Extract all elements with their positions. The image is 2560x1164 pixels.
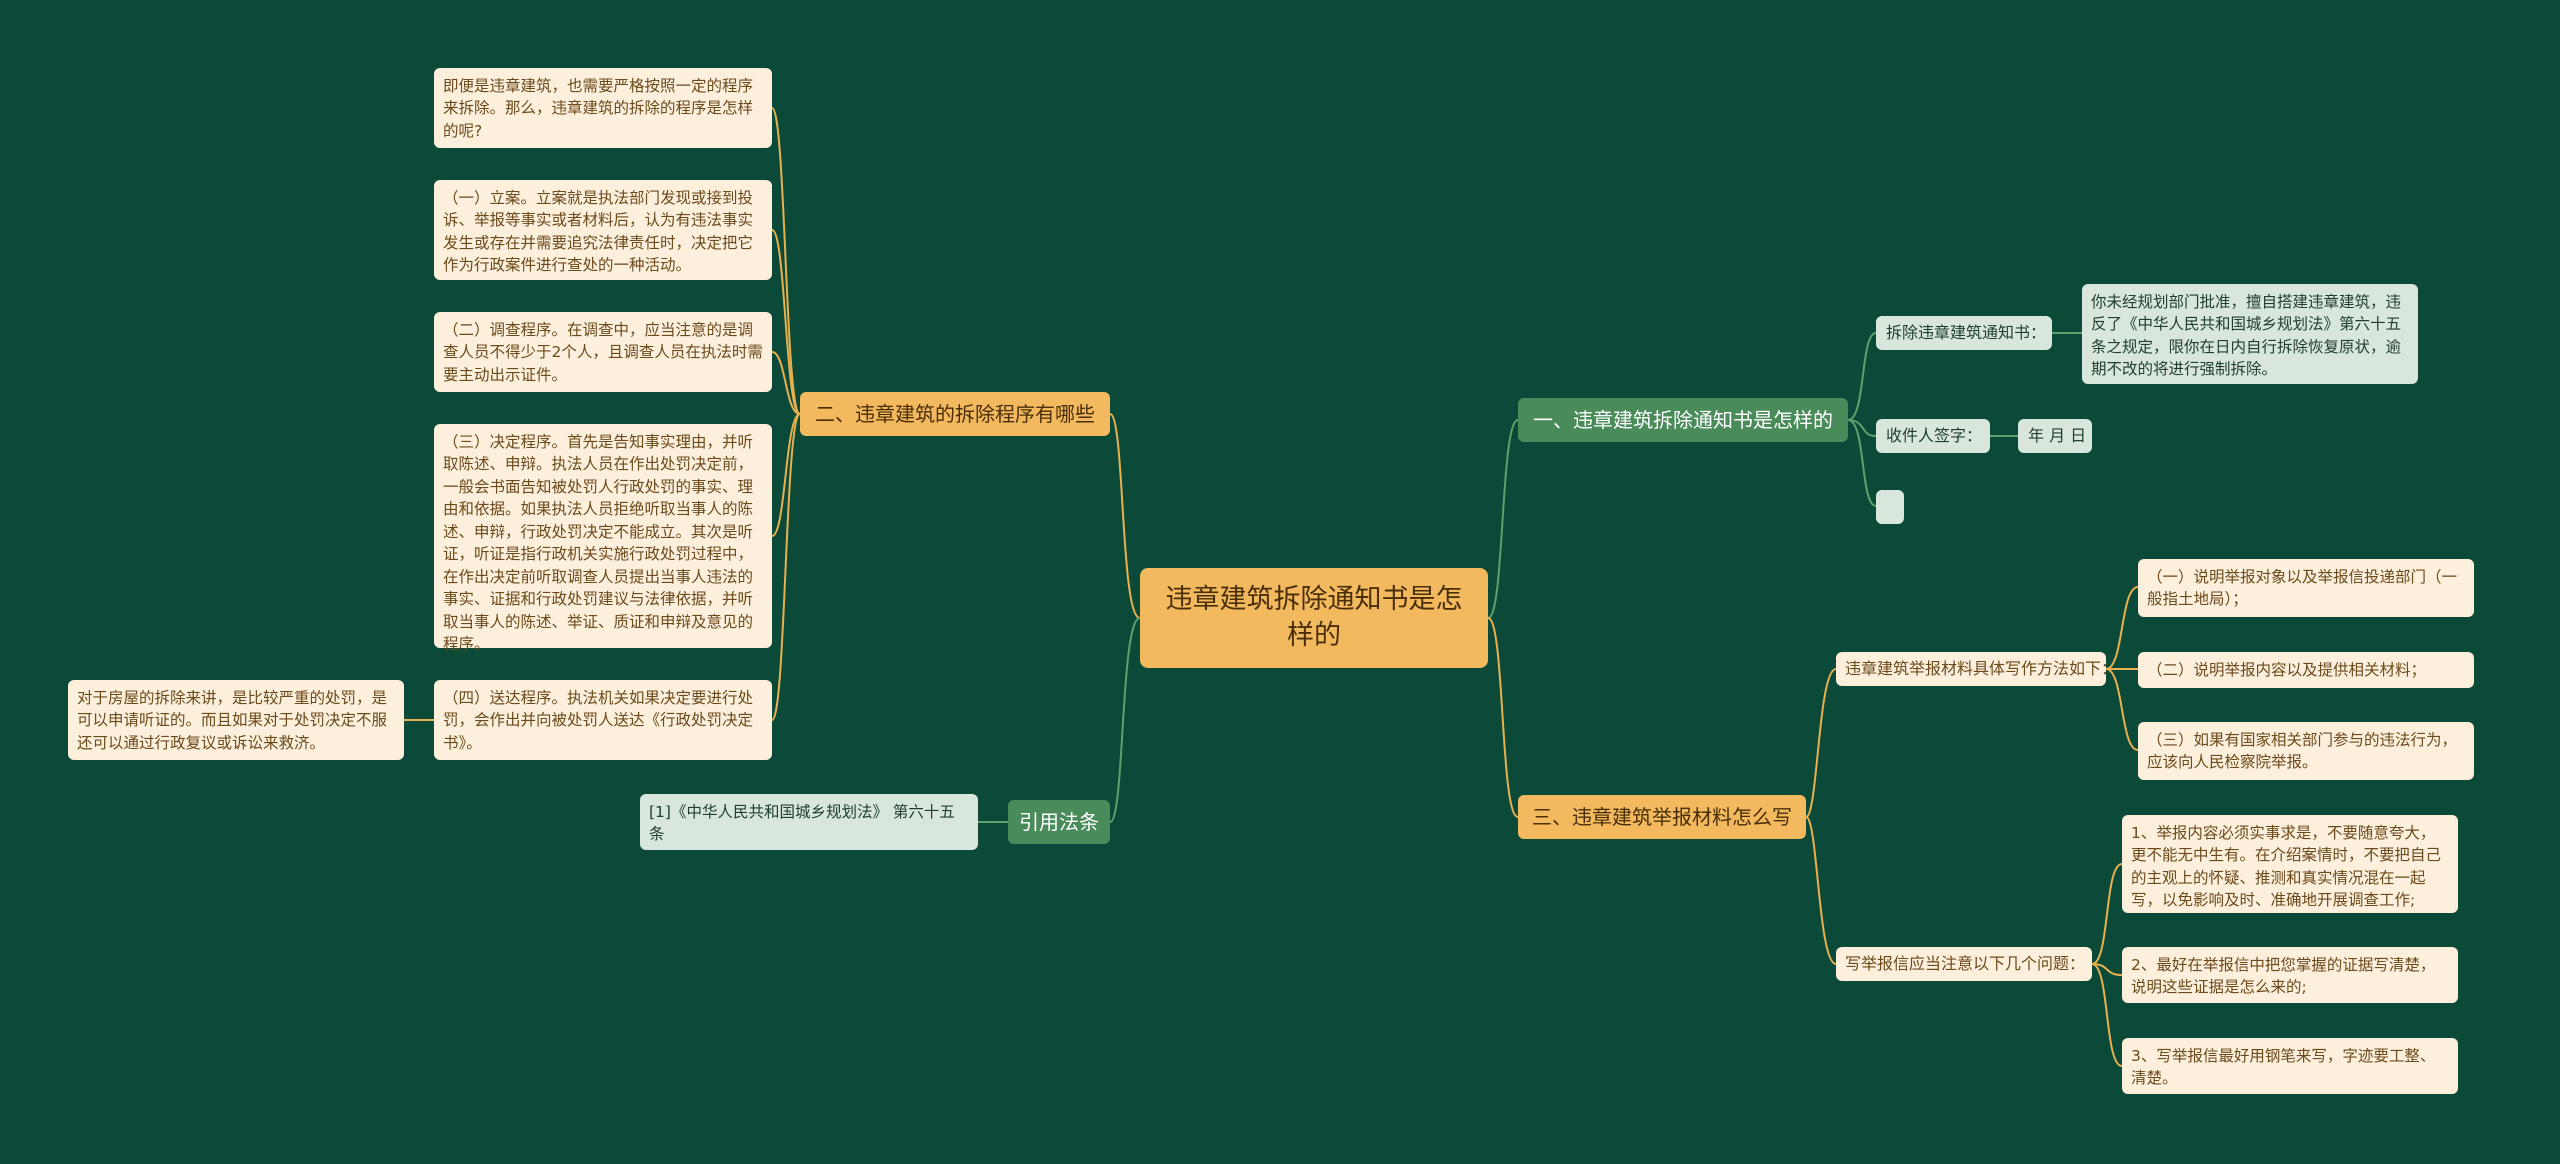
link-notes-2	[2091, 963, 2123, 976]
procedure-step-investigation[interactable]: （二）调查程序。在调查中，应当注意的是调查人员不得少于2个人，且调查人员在执法时…	[434, 312, 772, 392]
report-note-3[interactable]: 3、写举报信最好用钢笔来写，字迹要工整、清楚。	[2122, 1038, 2458, 1094]
branch-notice[interactable]: 一、违章建筑拆除通知书是怎样的	[1518, 398, 1848, 442]
notice-label-recipient[interactable]: 收件人签字：	[1876, 419, 1990, 453]
link-methods-1	[2105, 586, 2139, 670]
procedure-step-filing[interactable]: （一）立案。立案就是执法部门发现或接到投诉、举报等事实或者材料后，认为有违法事实…	[434, 180, 772, 280]
link-notes-1	[2091, 863, 2123, 965]
procedure-hearing-note[interactable]: 对于房屋的拆除来讲，是比较严重的处罚，是可以申请听证的。而且如果对于处罚决定不服…	[68, 680, 404, 760]
branch-report[interactable]: 三、违章建筑举报材料怎么写	[1518, 795, 1806, 839]
law-citation-item[interactable]: [1]《中华人民共和国城乡规划法》 第六十五条	[640, 794, 978, 850]
link-methods-3	[2105, 668, 2139, 751]
notice-empty-node[interactable]	[1876, 490, 1904, 524]
branch-procedure[interactable]: 二、违章建筑的拆除程序有哪些	[800, 392, 1110, 436]
root-topic[interactable]: 违章建筑拆除通知书是怎样的	[1140, 568, 1488, 668]
link-proc-2	[771, 229, 801, 415]
link-root-law	[1109, 617, 1141, 823]
procedure-intro[interactable]: 即便是违章建筑，也需要严格按照一定的程序来拆除。那么，违章建筑的拆除的程序是怎样…	[434, 68, 772, 148]
link-report-methods	[1805, 668, 1837, 818]
notice-date-blank[interactable]: 年 月 日	[2018, 419, 2092, 453]
report-notes-label[interactable]: 写举报信应当注意以下几个问题：	[1836, 947, 2092, 981]
link-proc-3	[771, 351, 801, 415]
link-notes-3	[2091, 963, 2123, 1067]
procedure-step-decision[interactable]: （三）决定程序。首先是告知事实理由，并听取陈述、申辩。执法人员在作出处罚决定前，…	[434, 424, 772, 653]
notice-demolition-text[interactable]: 你未经规划部门批准，擅自搭建违章建筑，违反了《中华人民共和国城乡规划法》第六十五…	[2082, 284, 2418, 384]
report-method-2[interactable]: （二）说明举报内容以及提供相关材料；	[2138, 652, 2474, 688]
notice-label-demolition[interactable]: 拆除违章建筑通知书：	[1876, 316, 2052, 350]
link-root-notice	[1487, 419, 1519, 619]
report-note-1[interactable]: 1、举报内容必须实事求是，不要随意夸大，更不能无中生有。在介绍案情时，不要把自己…	[2122, 815, 2458, 913]
link-report-notes	[1805, 816, 1837, 965]
link-proc-1	[771, 107, 801, 415]
link-proc-5	[771, 413, 801, 721]
report-note-2[interactable]: 2、最好在举报信中把您掌握的证据写清楚，说明这些证据是怎么来的;	[2122, 947, 2458, 1003]
link-notice-l1	[1847, 332, 1877, 421]
report-method-3[interactable]: （三）如果有国家相关部门参与的违法行为，应该向人民检察院举报。	[2138, 722, 2474, 780]
report-method-1[interactable]: （一）说明举报对象以及举报信投递部门（一般指土地局）；	[2138, 559, 2474, 617]
procedure-step-delivery[interactable]: （四）送达程序。执法机关如果决定要进行处罚，会作出并向被处罚人送达《行政处罚决定…	[434, 680, 772, 760]
link-notice-l3	[1847, 419, 1877, 507]
link-proc-4	[771, 413, 801, 537]
link-root-procedure	[1109, 413, 1141, 619]
report-methods-label[interactable]: 违章建筑举报材料具体写作方法如下：	[1836, 652, 2117, 686]
branch-law-citation[interactable]: 引用法条	[1008, 800, 1110, 844]
link-root-report	[1487, 617, 1519, 818]
